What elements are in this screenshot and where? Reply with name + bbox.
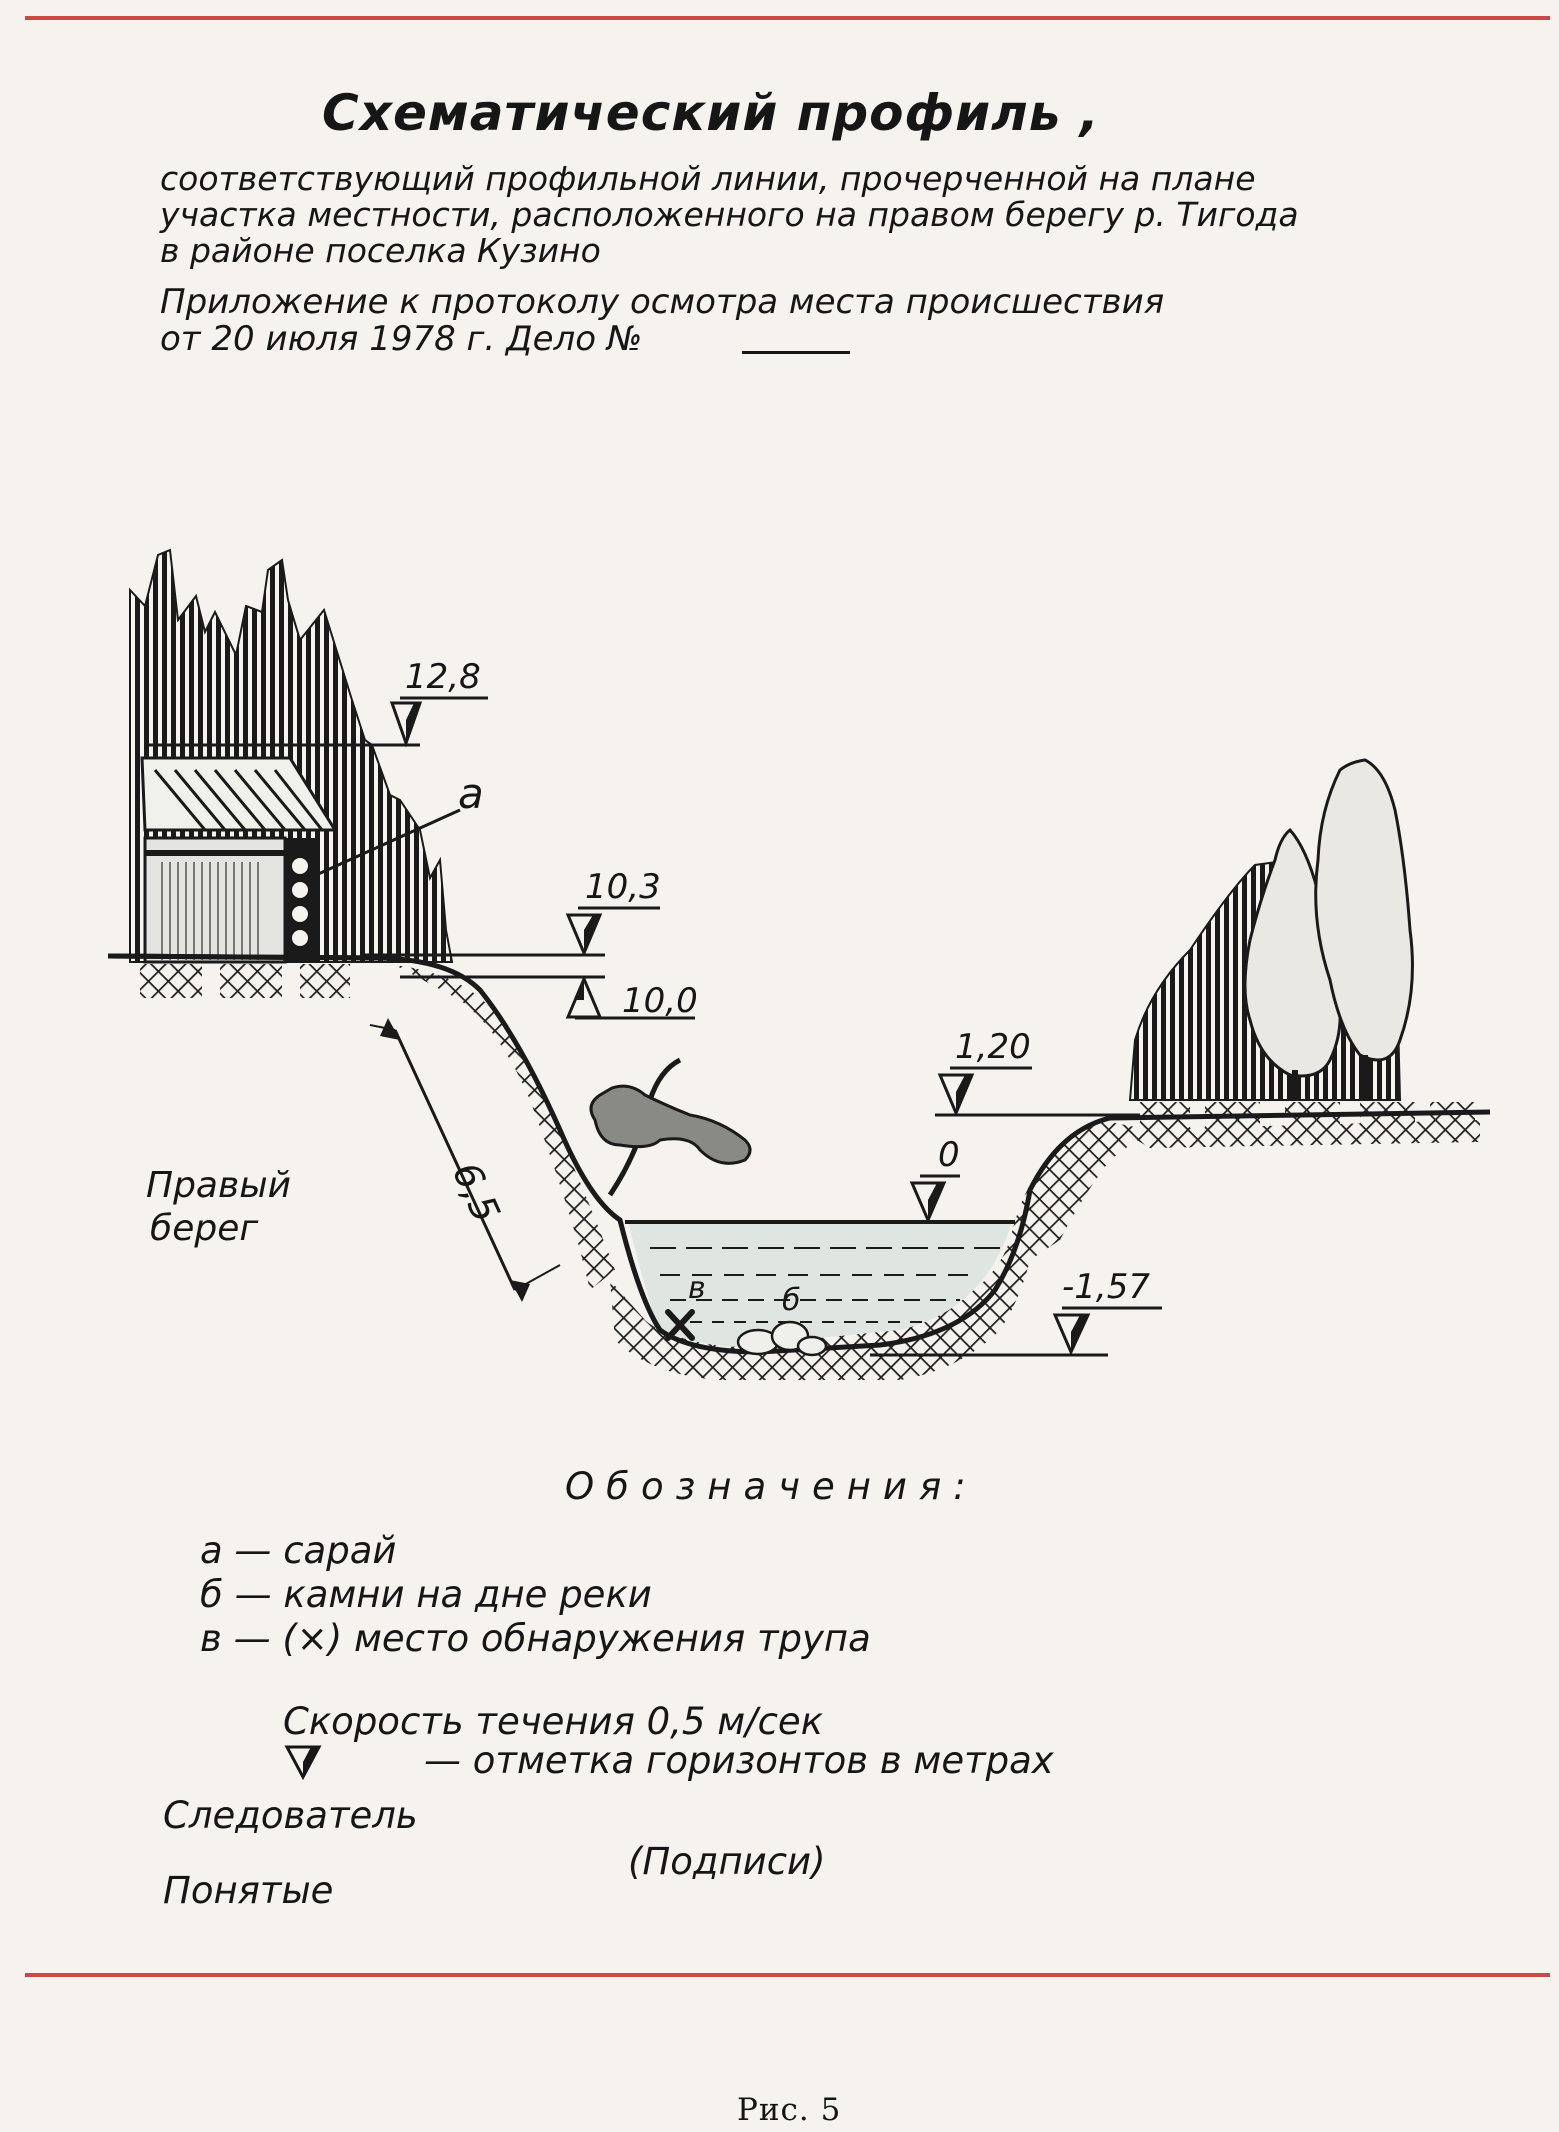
elevation-label-10-3: 10,3	[585, 867, 661, 907]
slope-length-label: 6,5	[444, 1156, 509, 1229]
slope-measurement	[369, 1018, 561, 1302]
label-v: в	[688, 1271, 706, 1306]
right-trees	[1128, 758, 1414, 1101]
top-border-rule	[25, 16, 1550, 20]
river-profile-curve	[107, 953, 1491, 1355]
elevation-mark-0: 0	[909, 1135, 960, 1224]
elevation-mark-12-8: 12,8	[145, 657, 488, 748]
elevation-label-12-8: 12,8	[405, 657, 481, 697]
legend-item-v: в — (×) место обнаружения трупа	[200, 1617, 871, 1660]
case-number-blank	[742, 351, 850, 354]
subtitle-line-2: участка местности, расположенного на пра…	[160, 195, 1299, 234]
elevation-mark-note: — отметка горизонтов в метрах	[424, 1739, 1054, 1782]
elevation-label-1-20: 1,20	[955, 1027, 1031, 1067]
investigator-label: Следователь	[163, 1794, 418, 1837]
legend-title: Обозначения:	[565, 1465, 978, 1508]
appendix-line-2: от 20 июля 1978 г. Дело №	[160, 319, 643, 359]
body-location-mark	[665, 1309, 695, 1341]
signatures-note: (Подписи)	[628, 1840, 826, 1883]
elevation-label-0: 0	[938, 1135, 960, 1175]
bottom-border-rule	[25, 1973, 1550, 1977]
figure-caption: Рис. 5	[737, 2092, 842, 2128]
left-bank-hatching	[395, 965, 615, 1290]
elevation-mark-minus-1-57: -1,57	[870, 1267, 1162, 1357]
ground-hatching-left	[140, 964, 350, 998]
document-title: Схематический профиль ,	[322, 84, 1100, 142]
elevation-label-10-0: 10,0	[622, 981, 698, 1021]
elevation-mark-10-3: 10,3	[360, 867, 661, 957]
label-b: б	[782, 1283, 801, 1318]
elevation-mark-icon	[284, 1745, 322, 1780]
legend-item-a: а — сарай	[200, 1529, 397, 1572]
water-dashes	[650, 1247, 1000, 1323]
elevation-mark-10-0: 10,0	[400, 975, 698, 1021]
elevation-label-minus-1-57: -1,57	[1062, 1267, 1150, 1307]
stones	[736, 1320, 828, 1357]
bank-label-line-1: Правый	[146, 1165, 291, 1206]
subtitle-line-1: соответствующий профильной линии, прочер…	[160, 159, 1256, 198]
elevation-mark-1-20: 1,20	[935, 1027, 1140, 1117]
current-speed-note: Скорость течения 0,5 м/сек	[283, 1700, 824, 1743]
barn	[140, 756, 338, 964]
barn-leader-line	[304, 808, 461, 882]
subtitle-line-3: в районе поселка Кузино	[160, 231, 601, 270]
bank-label-line-2: берег	[150, 1208, 259, 1249]
label-a: а	[458, 769, 484, 818]
appendix-line-1: Приложение к протоколу осмотра места про…	[160, 282, 1165, 322]
river-water	[628, 1222, 1012, 1347]
riverbank-shrub	[589, 1057, 752, 1197]
legend-item-b: б — камни на дне реки	[200, 1573, 652, 1616]
witnesses-label: Понятые	[163, 1869, 334, 1912]
